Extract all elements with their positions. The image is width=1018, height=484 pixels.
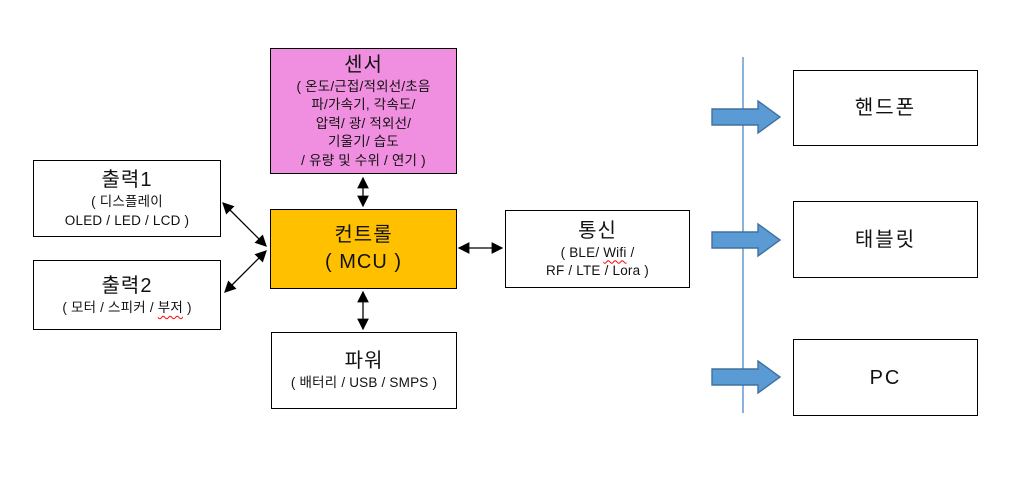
comm-box: 통신 ( BLE/ Wifi / RF / LTE / Lora ) [505, 210, 690, 288]
phone-box: 핸드폰 [793, 70, 978, 146]
comm-detail-line1: ( BLE/ Wifi / [561, 244, 635, 263]
output2-box: 출력2 ( 모터 / 스피커 / 부저 ) [33, 260, 221, 330]
comm-title: 통신 [578, 219, 617, 242]
comm-line1-prefix: ( BLE/ [560, 244, 604, 260]
comm-misspelled-word: Wifi [603, 244, 627, 260]
comm-detail-line2: RF / LTE / Lora ) [546, 263, 649, 278]
sensor-title: 센서 [344, 53, 383, 76]
tablet-box: 태블릿 [793, 201, 978, 278]
pc-label: PC [869, 366, 902, 389]
control-title: 컨트롤 [334, 224, 393, 246]
power-title: 파워 [344, 350, 384, 373]
pc-box: PC [793, 339, 978, 416]
tablet-label: 태블릿 [854, 228, 917, 251]
power-box: 파워 ( 배터리 / USB / SMPS ) [271, 332, 457, 409]
connector-output1-control [222, 202, 267, 247]
arrow-to-tablet [711, 222, 782, 258]
output1-title: 출력1 [101, 169, 153, 191]
power-detail: ( 배터리 / USB / SMPS ) [290, 375, 438, 391]
output1-detail: ( 디스플레이 OLED / LED / LCD ) [64, 194, 190, 228]
comm-line1-suffix: / [626, 244, 635, 260]
output2-detail-suffix: ) [183, 299, 192, 315]
connector-output2-control [224, 250, 267, 293]
phone-label: 핸드폰 [854, 97, 917, 119]
output2-detail: ( 모터 / 스피커 / 부저 ) [62, 299, 191, 318]
output1-box: 출력1 ( 디스플레이 OLED / LED / LCD ) [33, 160, 221, 237]
arrow-to-phone [711, 99, 782, 135]
arrow-to-pc [711, 359, 782, 395]
sensor-box: 센서 ( 온도/근접/적외선/초음 파/가속기, 각속도/ 압력/ 광/ 적외선… [270, 48, 457, 174]
output2-detail-prefix: ( 모터 / 스피커 / [62, 299, 158, 315]
control-mcu-box: 컨트롤 ( MCU ) [270, 209, 457, 289]
output2-title: 출력2 [101, 274, 153, 297]
control-subtitle: ( MCU ) [325, 251, 402, 273]
output2-misspelled-word: 부저 [157, 299, 184, 315]
sensor-detail: ( 온도/근접/적외선/초음 파/가속기, 각속도/ 압력/ 광/ 적외선/ 기… [296, 78, 431, 168]
